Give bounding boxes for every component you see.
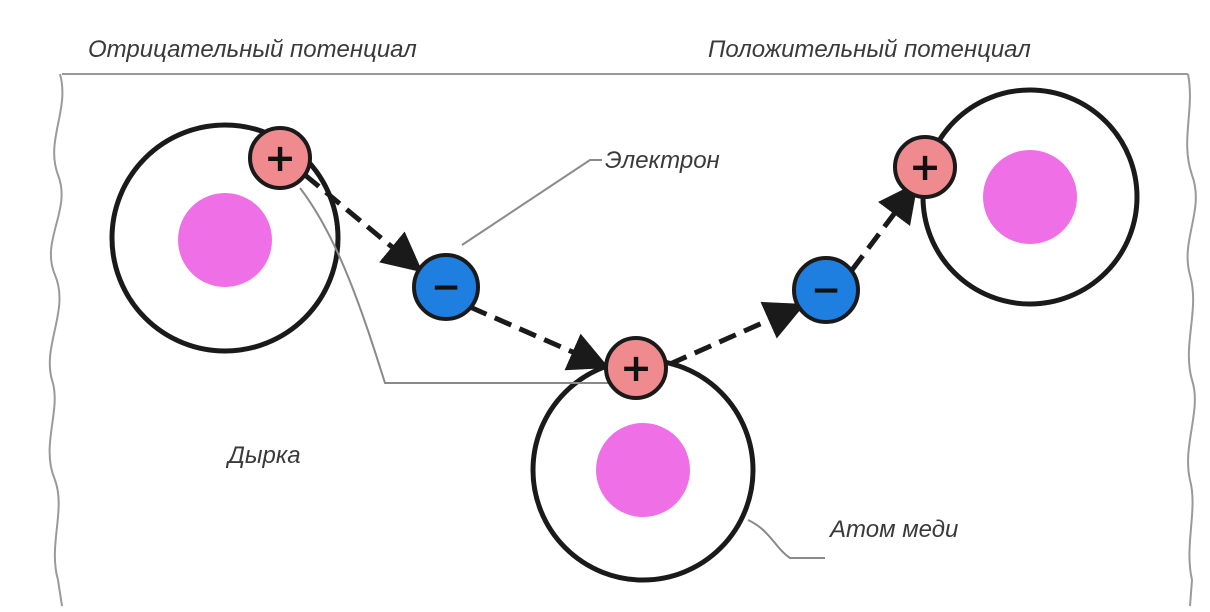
- hole-label: Дырка: [225, 442, 301, 469]
- hole-right: +: [893, 135, 957, 199]
- positive-potential-label: Положительный потенциал: [708, 36, 1031, 63]
- electron-left-sign: −: [431, 267, 461, 308]
- electron-right-sign: −: [811, 270, 841, 311]
- electron-label: Электрон: [605, 147, 720, 174]
- path-segment-2: [468, 304, 610, 371]
- atom-left-nucleus: [178, 193, 272, 287]
- hole-left-sign: +: [264, 136, 296, 180]
- atom-left-shell: [109, 122, 341, 354]
- leader-lines: [299, 159, 825, 559]
- electron-right: −: [792, 256, 860, 324]
- copper-atom-leader-line: [747, 519, 825, 559]
- hole-leader-line: [299, 187, 610, 384]
- hole-right-sign: +: [909, 145, 941, 189]
- electron-leader-line: [461, 159, 602, 246]
- atom-middle-nucleus: [596, 423, 690, 517]
- atom-right-nucleus: [983, 150, 1077, 244]
- hole-middle-sign: +: [620, 346, 652, 390]
- atom-right: [920, 87, 1140, 307]
- electron-left-circle: [412, 253, 480, 321]
- hole-left: +: [248, 126, 312, 190]
- atom-left: [109, 122, 341, 354]
- hole-middle: +: [604, 336, 668, 400]
- hole-left-circle: [248, 126, 312, 190]
- hole-middle-circle: [604, 336, 668, 400]
- copper-atom-label: Атом меди: [828, 516, 958, 543]
- conductor-left-edge: [48, 73, 64, 607]
- conductor-right-edge: [1186, 73, 1197, 607]
- path-segment-4: [850, 182, 918, 272]
- path-segment-1: [303, 173, 423, 273]
- electron-path: [303, 173, 918, 371]
- negative-potential-label: Отрицательный потенциал: [88, 36, 417, 63]
- electron-left: −: [412, 253, 480, 321]
- electron-right-circle: [792, 256, 860, 324]
- conductor-boundary: [48, 73, 1197, 607]
- path-segment-3: [668, 301, 806, 367]
- hole-right-circle: [893, 135, 957, 199]
